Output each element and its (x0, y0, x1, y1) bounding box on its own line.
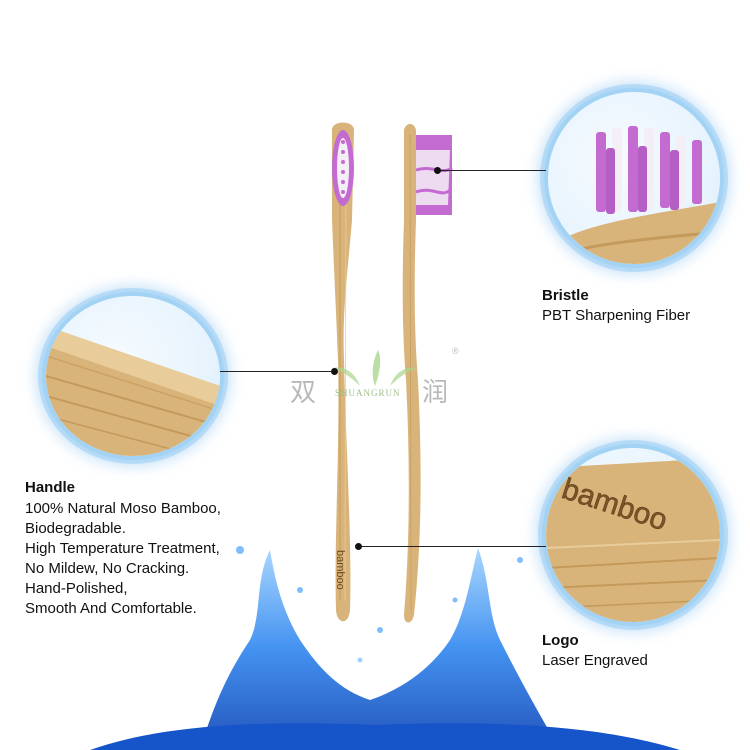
handle-title: Handle (25, 479, 76, 496)
watermark-char-left: 双 (290, 378, 317, 408)
watermark-leaf-logo (332, 350, 418, 386)
handle-line: 100% Natural Moso Bamboo, (25, 500, 221, 517)
water-splash (90, 546, 680, 750)
handle-line: High Temperature Treatment, (25, 540, 220, 557)
handle-closeup (46, 296, 220, 456)
handle-leader-dot (331, 368, 338, 375)
toothbrush-side (402, 124, 453, 623)
bristle-leader-dot (434, 167, 441, 174)
bristle-text: PBT Sharpening Fiber (542, 307, 691, 324)
handle-line: Biodegradable. (25, 520, 126, 537)
logo-title: Logo (542, 632, 579, 649)
logo-leader-line (358, 546, 546, 547)
brush-engraving: bamboo (334, 550, 346, 590)
handle-leader-line (220, 371, 334, 372)
handle-description: 100% Natural Moso Bamboo, Biodegradable.… (25, 499, 285, 619)
watermark-registered: ® (452, 346, 459, 356)
bristle-closeup (548, 92, 720, 264)
watermark-brand: SHUANGRUN (335, 388, 401, 398)
bristle-leader-line (438, 170, 546, 171)
watermark-char-right: 润 (422, 378, 449, 408)
logo-text: Laser Engraved (542, 652, 648, 669)
handle-line: Hand-Polished, (25, 580, 128, 597)
bristle-title: Bristle (542, 287, 589, 304)
handle-line: Smooth And Comfortable. (25, 600, 197, 617)
logo-closeup: bamboo (546, 448, 720, 622)
logo-leader-dot (355, 543, 362, 550)
handle-line: No Mildew, No Cracking. (25, 560, 190, 577)
